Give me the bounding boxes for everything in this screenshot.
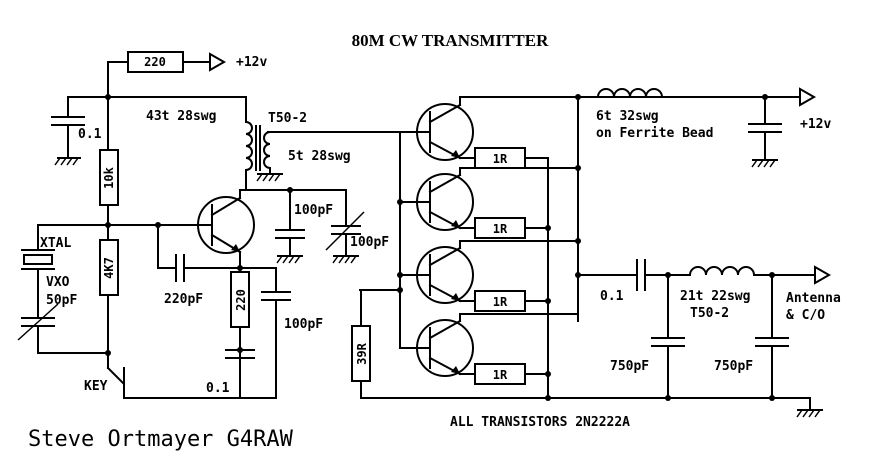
vxo-trim-arrow: [17, 303, 59, 341]
filter-cap2-value: 750pF: [714, 359, 753, 374]
vxo-label: VXO: [46, 275, 70, 290]
pa-r4-value: 1R: [493, 368, 508, 382]
primary-winding-label: 43t 28swg: [146, 109, 216, 124]
oscillator-transistor: [197, 196, 255, 254]
junction: [397, 199, 403, 205]
ground-symbol: [796, 409, 823, 418]
filter-core-label: T50-2: [690, 306, 729, 321]
trimmer-cap-value: 100pF: [350, 235, 389, 250]
supply-top-label: +12v: [236, 55, 267, 70]
schematic-title: 80M CW TRANSMITTER: [352, 31, 550, 50]
key-contact: [106, 366, 126, 386]
pa-transistor-2: [399, 173, 474, 231]
junction: [545, 371, 551, 377]
secondary-winding-label: 5t 28swg: [288, 149, 351, 164]
pa-transistor-3: [399, 246, 474, 304]
junction: [545, 395, 551, 401]
bias-resistor-10k-value: 10k: [102, 166, 116, 188]
pa-transistor-4: [399, 319, 474, 377]
fb-cap-value: 220pF: [164, 292, 203, 307]
junction: [545, 225, 551, 231]
transistor-note: ALL TRANSISTORS 2N2222A: [450, 415, 630, 430]
pa-r2-value: 1R: [493, 222, 508, 236]
xtal-label: XTAL: [40, 236, 71, 251]
filter-coil: [688, 266, 756, 277]
collector-cap-value: 100pF: [294, 203, 333, 218]
vxo-cap-value: 50pF: [46, 293, 77, 308]
pa-transistor-1: [399, 103, 474, 161]
choke-core-label: on Ferrite Bead: [596, 126, 713, 141]
xtal-body: [23, 254, 53, 265]
ground-symbol: [751, 159, 778, 168]
key-label: KEY: [84, 379, 108, 394]
junction: [575, 94, 581, 100]
junction: [575, 238, 581, 244]
transformer-core-label: T50-2: [268, 111, 307, 126]
bias-resistor-4k7-value: 4K7: [102, 257, 116, 279]
emitter-cap-value: 100pF: [284, 317, 323, 332]
osc-emitter-arrow: [231, 244, 240, 252]
osc-collector: [210, 196, 242, 217]
ground-symbol: [256, 173, 283, 182]
choke-label: 6t 32swg: [596, 109, 659, 124]
trim-arrow: [325, 211, 365, 251]
base-resistor-value: 39R: [355, 342, 369, 364]
secondary-coil: [263, 130, 272, 170]
pa-r3-value: 1R: [493, 295, 508, 309]
junction: [575, 165, 581, 171]
supply-arrow-top: [209, 52, 227, 72]
filter-cap1-value: 750pF: [610, 359, 649, 374]
output-arrow: [814, 265, 832, 285]
ground-symbol: [332, 255, 359, 264]
junction: [769, 395, 775, 401]
junction: [397, 272, 403, 278]
junction: [397, 287, 403, 293]
output-label-2: & C/O: [786, 308, 825, 323]
author-signature: Steve Ortmayer G4RAW: [28, 427, 294, 452]
out-cap-value: 0.1: [600, 289, 624, 304]
primary-coil: [244, 120, 253, 172]
ground-symbol: [276, 255, 303, 264]
supply-right-label: +12v: [800, 117, 831, 132]
emitter-resistor-value: 220: [234, 289, 248, 311]
decouple-cap-value: 0.1: [78, 127, 102, 142]
pa-r1-value: 1R: [493, 152, 508, 166]
output-label: Antenna: [786, 291, 841, 306]
rf-choke: [596, 88, 664, 99]
bypass-cap-value: 0.1: [206, 381, 230, 396]
filter-coil-label: 21t 22swg: [680, 289, 750, 304]
supply-resistor-value: 220: [144, 55, 166, 69]
ground-symbol: [54, 157, 81, 166]
junction: [665, 395, 671, 401]
supply-arrow-right: [799, 87, 817, 107]
junction: [545, 298, 551, 304]
